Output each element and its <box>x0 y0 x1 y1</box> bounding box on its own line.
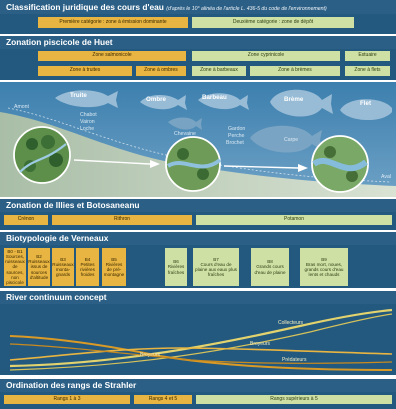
loche-label: Loche <box>80 126 95 132</box>
huet-title: Zonation piscicole de Huet <box>6 37 113 47</box>
strahler-title-bar: Ordination des rangs de Strahler <box>0 379 396 392</box>
verneaux-b0-b1: B0 - B1 Sources, ruisseaux de sources, n… <box>4 248 26 286</box>
flow-arrow-1 <box>73 159 151 165</box>
verneaux-code: B5 <box>111 256 117 262</box>
broyeurs-curve-2 <box>9 343 393 364</box>
illies-potamon: Potamon <box>196 215 392 225</box>
verneaux-text: Sources, ruisseaux de sources, non pisci… <box>5 254 25 285</box>
illies-crenon: Crénon <box>4 215 48 225</box>
verneaux-code: B4 <box>84 256 91 262</box>
broyeurs-label-b: Broyeurs <box>140 352 161 358</box>
huet-estuaire: Estuaire <box>345 51 390 61</box>
brochet-label: Brochet <box>226 140 244 146</box>
illies-title-bar: Zonation de Illies et Botosaneanu <box>0 199 396 212</box>
flow-arrow-1-head <box>150 160 160 168</box>
rcc-curves <box>9 308 393 371</box>
verneaux-code: B8 <box>267 259 273 265</box>
verneaux-code: B7 <box>213 256 219 262</box>
carpe-label: Carpe <box>284 137 299 143</box>
vairon-label: Vairon <box>80 119 95 125</box>
verneaux-b3: B3 Ruisseaux monta-gnards <box>52 248 74 286</box>
verneaux-b5: B5 Rivières de pré-montagne <box>102 248 126 286</box>
classification-title: Classification juridique des cours d'eau <box>6 2 164 12</box>
collecteurs-curve-2 <box>9 313 393 371</box>
chabot-label: Chabot <box>80 112 97 118</box>
barbeau-label: Barbeau <box>202 94 227 101</box>
carpe-fish <box>250 125 322 153</box>
ombre-fish <box>140 95 187 110</box>
huet-zone-ombres: Zone à ombres <box>136 66 186 76</box>
huet-cyprinicole: Zone cyprinicole <box>192 51 340 61</box>
aval-label: Aval <box>381 174 391 180</box>
classification-title-bar: Classification juridique des cours d'eau… <box>0 0 396 14</box>
barbeau-fish <box>198 93 249 110</box>
river-profile-illustration <box>0 82 396 197</box>
huet-zone-bremes: Zone à brèmes <box>250 66 340 76</box>
predateurs-label: Prédateurs <box>282 357 307 363</box>
truite-label: Truite <box>70 92 87 99</box>
flet-fish <box>340 99 392 121</box>
verneaux-code: B3 <box>60 256 66 262</box>
breme-label: Brème <box>284 96 304 103</box>
verneaux-b4: B4 Petites rivières froides <box>76 248 99 286</box>
truite-fish <box>55 90 118 108</box>
verneaux-text: Petites rivières froides <box>80 261 95 278</box>
verneaux-text: Ruisseaux issus de sources d'altitude <box>28 259 50 280</box>
perche-label: Perche <box>228 133 245 139</box>
illies-title: Zonation de Illies et Botosaneanu <box>6 200 140 210</box>
flow-arrow-2-head <box>298 164 308 172</box>
collecteurs-label: Collecteurs <box>278 320 304 326</box>
riverbed-slope <box>0 112 396 197</box>
huet-zone-flets: Zone à flets <box>345 66 390 76</box>
verneaux-code: B6 <box>173 259 179 265</box>
verneaux-b7: B7 Cours d'eau de plaine aux eaux plus f… <box>193 248 239 286</box>
chevaine-label: Chevaine <box>174 131 196 137</box>
verneaux-text: Ruisseaux monta-gnards <box>52 261 74 278</box>
breme-fish <box>270 89 333 117</box>
verneaux-code: B2 <box>36 254 42 260</box>
category-1-box: Première catégorie : zone à émission dom… <box>38 17 188 28</box>
verneaux-code: B0 - B1 <box>7 249 23 255</box>
verneaux-b9: B9 Bras mort, noues, grands cours d'eau … <box>300 248 348 286</box>
verneaux-text: Rivières de pré-montagne <box>103 261 125 278</box>
predateurs-curve <box>9 347 393 361</box>
source-landscape-circle <box>13 126 71 184</box>
gardon-label: Gardon <box>228 126 246 132</box>
ombre-label: Ombre <box>146 96 166 103</box>
verneaux-title-bar: Biotypologie de Verneaux <box>0 232 396 245</box>
verneaux-text: Bras mort, noues, grands cours d'eau len… <box>304 261 344 278</box>
verneaux-text: Grands cours d'eau de plaine <box>254 264 286 275</box>
flow-arrow-2 <box>223 165 299 169</box>
flet-label: Flet <box>360 100 372 107</box>
verneaux-text: Rivières fraîches <box>167 264 185 275</box>
classification-subtitle: (d'après le 10° alinéa de l'article L. 4… <box>166 6 327 12</box>
verneaux-b2: B2 Ruisseaux issus de sources d'altitude <box>28 248 50 286</box>
strahler-rangs-4-5: Rangs 4 et 5 <box>134 395 192 404</box>
huet-zone-truites: Zone à truites <box>38 66 132 76</box>
verneaux-text: Cours d'eau de plaine aux eaux plus fraî… <box>195 261 237 278</box>
middle-landscape-circle <box>165 136 222 192</box>
strahler-rangs-sup-5: Rangs supérieurs à 5 <box>196 395 392 404</box>
rcc-title: River continuum concept <box>6 292 107 302</box>
huet-salmonicole: Zone salmonicole <box>38 51 186 61</box>
illies-rithron: Rithron <box>52 215 192 225</box>
broyeurs-curve <box>9 335 393 371</box>
verneaux-b6: B6 Rivières fraîches <box>165 248 187 286</box>
strahler-rangs-1-3: Rangs 1 à 3 <box>4 395 130 404</box>
huet-title-bar: Zonation piscicole de Huet <box>0 36 396 49</box>
category-2-box: Deuxième catégorie : zone de dépôt <box>192 17 354 28</box>
verneaux-b8: B8 Grands cours d'eau de plaine <box>251 248 289 286</box>
rcc-title-bar: River continuum concept <box>0 291 396 304</box>
amont-label: Amont <box>14 104 29 110</box>
verneaux-title: Biotypologie de Verneaux <box>6 233 109 243</box>
lower-landscape-circle <box>311 135 369 193</box>
huet-zone-barbeaux: Zone à barbeaux <box>192 66 246 76</box>
strahler-title: Ordination des rangs de Strahler <box>6 380 137 390</box>
verneaux-code: B9 <box>321 256 327 262</box>
broyeurs-label-a: Broyeurs <box>250 341 271 347</box>
chevaine-fish <box>168 117 202 130</box>
collecteurs-curve <box>9 308 393 368</box>
